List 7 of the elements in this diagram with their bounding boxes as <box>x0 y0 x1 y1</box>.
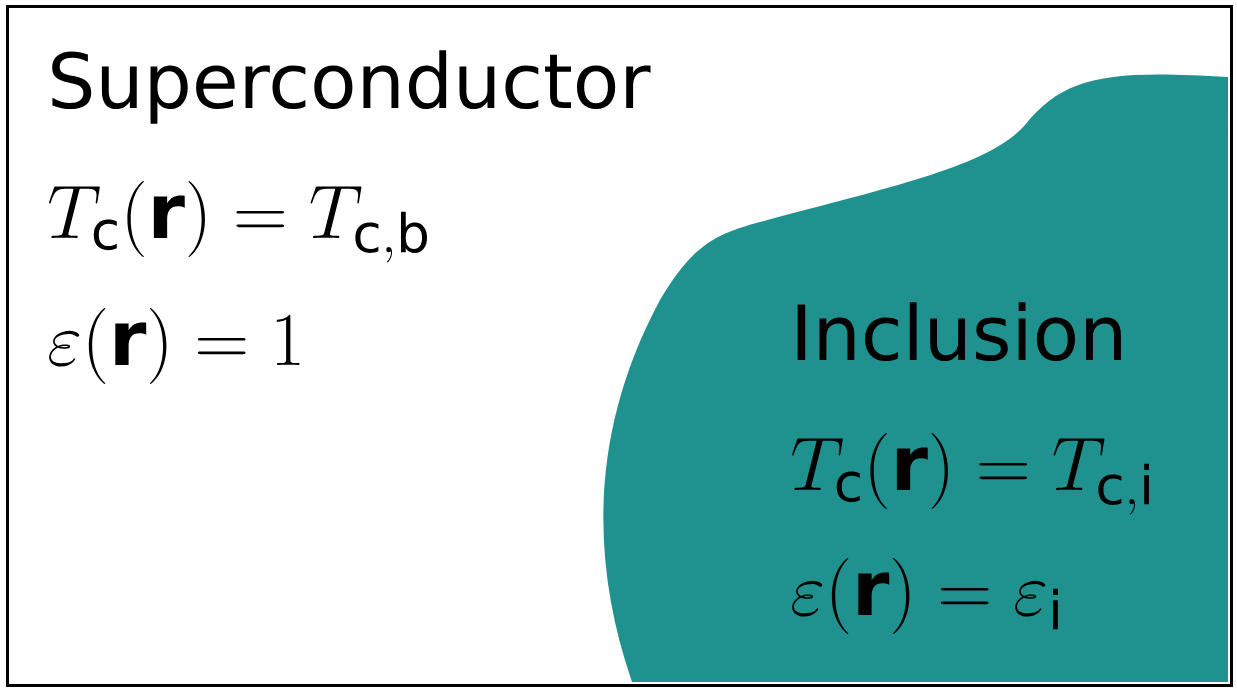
formula: $\varepsilon(\mathbf{r}) = \varepsilon_\mathrm{i}$ <box>792 558 1058 634</box>
region-title: Inclusion <box>797 302 1121 362</box>
formula: $T_\mathrm{c}(\mathbf{r}) = T_{\mathrm{c,i}}$ <box>792 433 1149 515</box>
formula: $\varepsilon(\mathbf{r}) = 1$ <box>49 308 300 384</box>
region-title: Superconductor <box>52 50 651 124</box>
formula: $T_\mathrm{c}(\mathbf{r}) = T_{\mathrm{c,b}}$ <box>49 181 427 263</box>
superconductor-box <box>6 5 1233 687</box>
